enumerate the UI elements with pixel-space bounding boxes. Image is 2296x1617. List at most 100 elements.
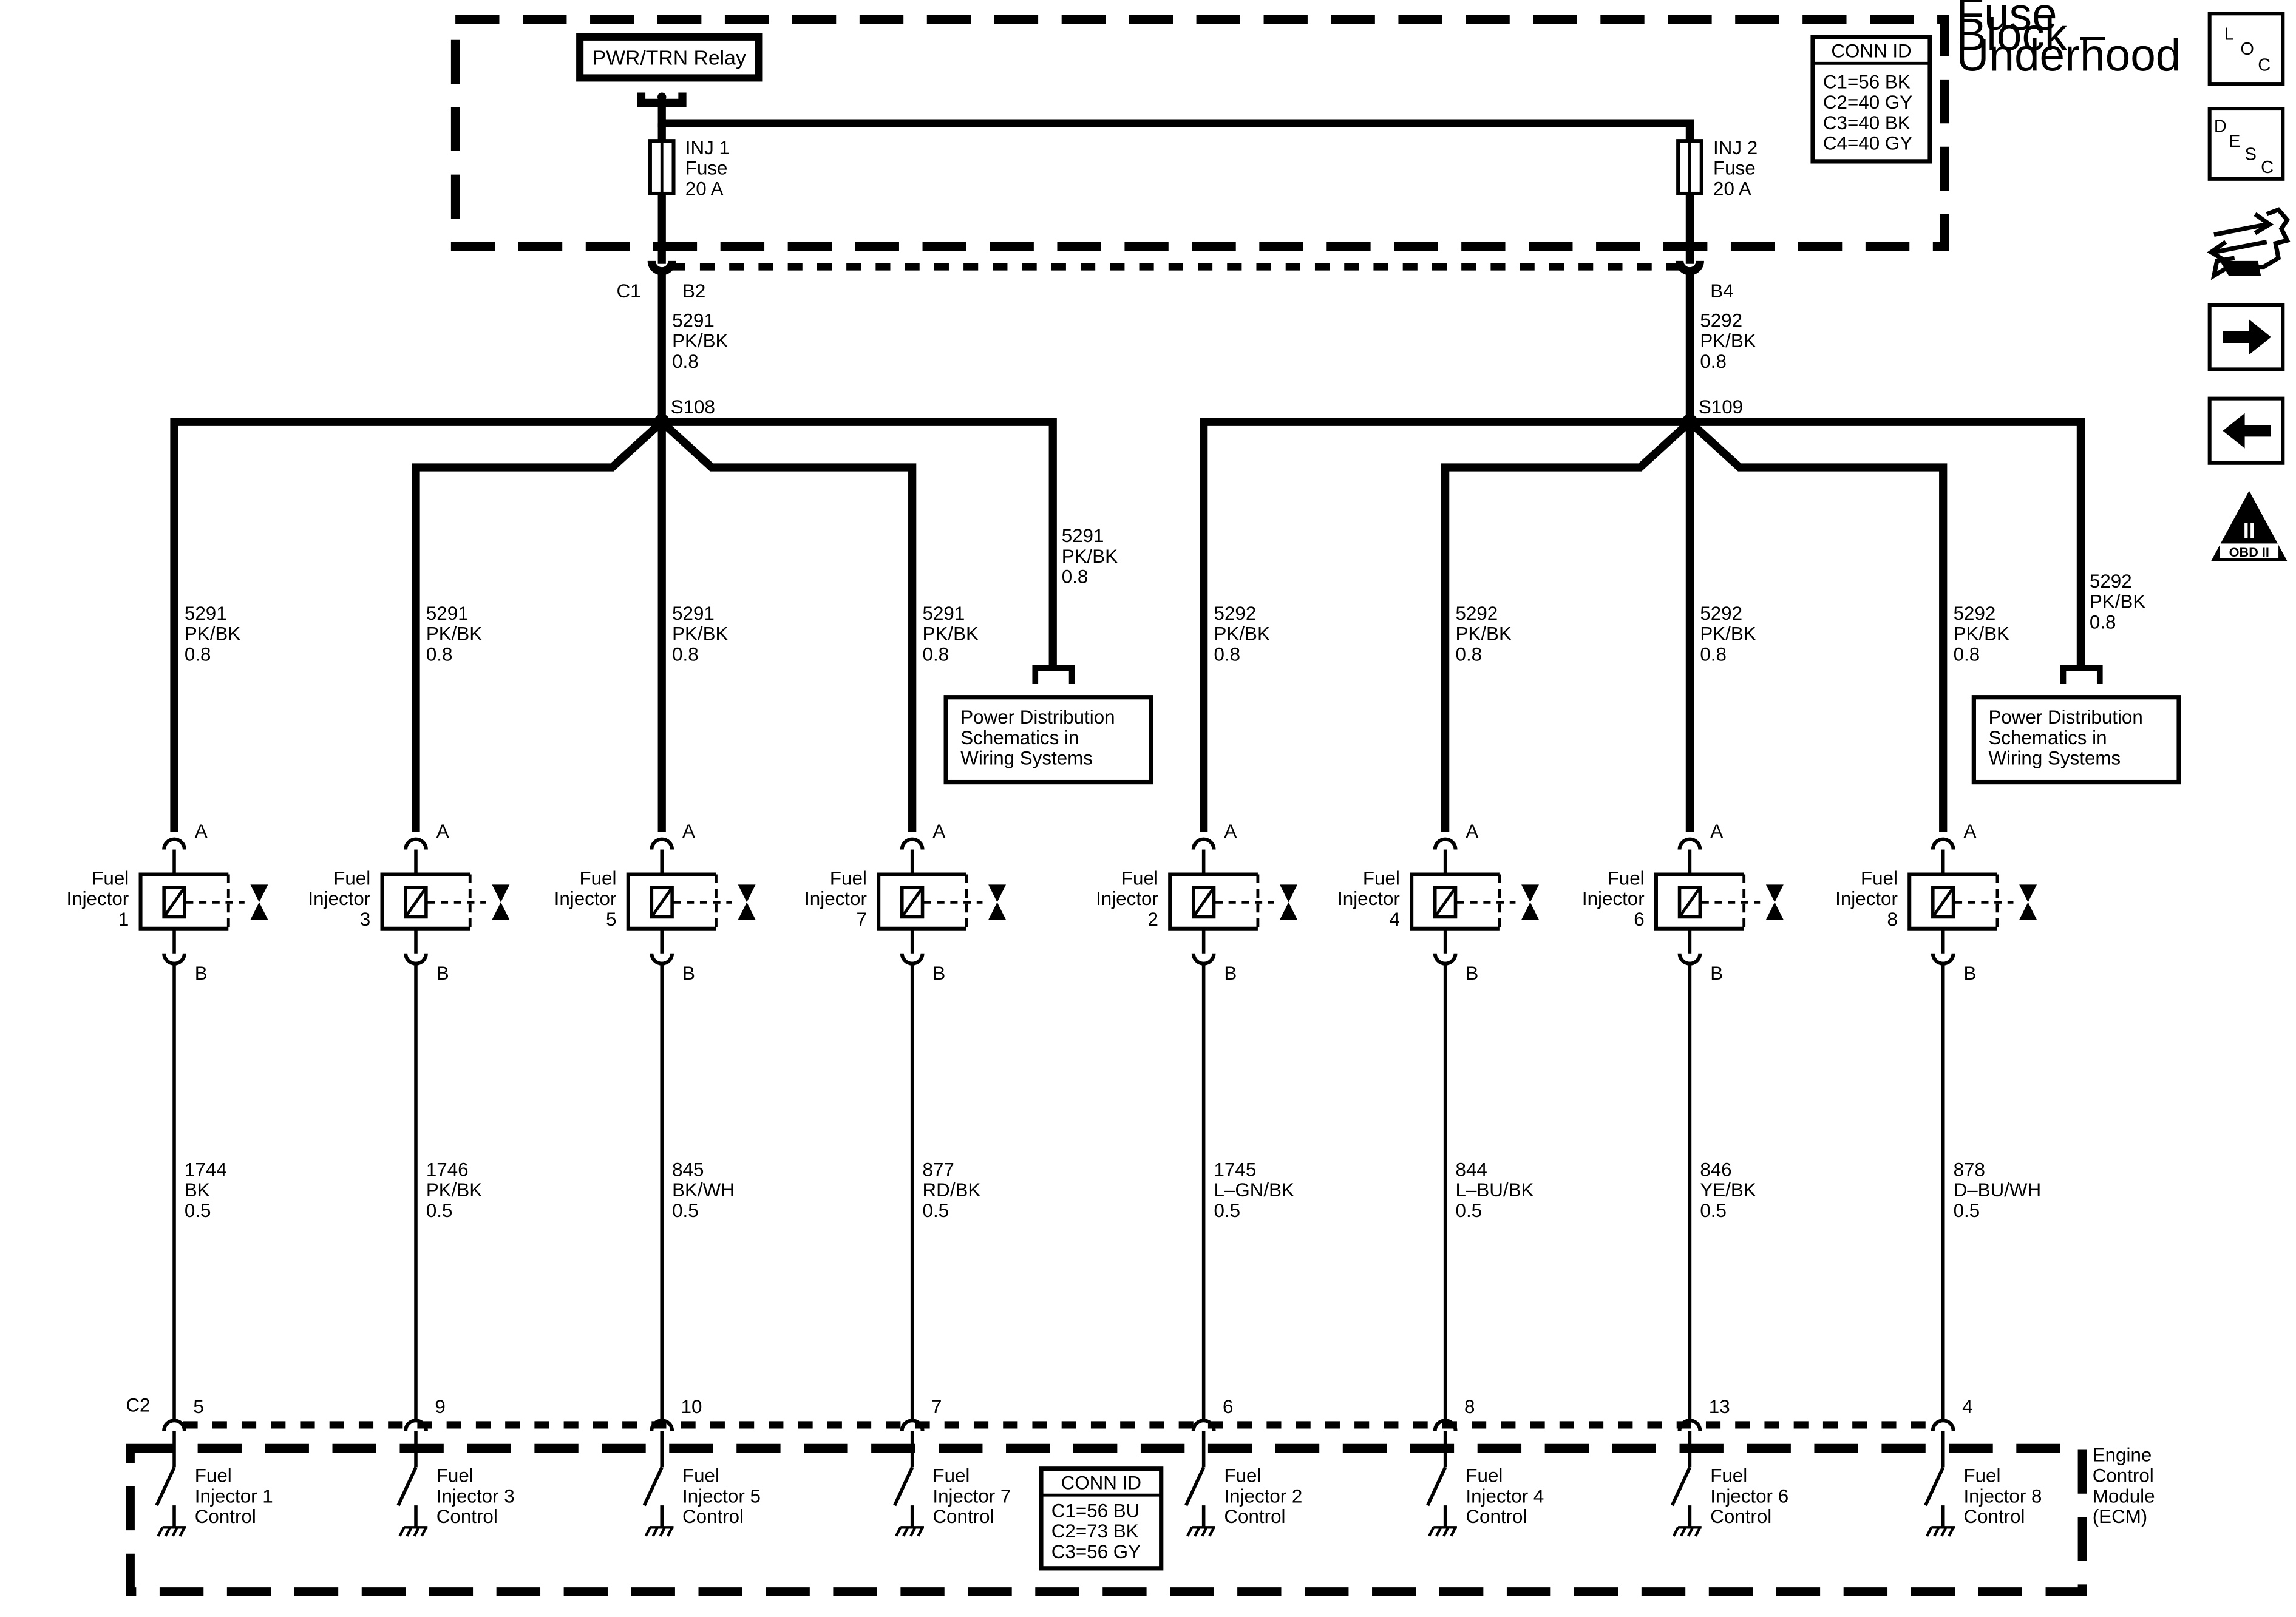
next-page-button[interactable] bbox=[2207, 303, 2285, 371]
injector-2-supply-wire-label-line: PK/BK bbox=[1214, 623, 1270, 645]
loc-button[interactable]: L O C bbox=[2207, 12, 2285, 86]
injector-8-supply-wire-label-line: PK/BK bbox=[1954, 623, 2009, 645]
injector-6-supply-wire-label-line: 5292 bbox=[1700, 603, 1742, 624]
injector-7-supply-wire-label-line: 0.8 bbox=[923, 643, 949, 665]
injector-8-ecm-pin: 4 bbox=[1962, 1396, 1972, 1417]
injector-8-ground-icon bbox=[1926, 1526, 1955, 1537]
injector-2-control-label-line: Injector 2 bbox=[1224, 1485, 1302, 1507]
injector-1-control-label-line: Control bbox=[195, 1506, 256, 1527]
injector-7-control-label-line: Injector 7 bbox=[932, 1485, 1011, 1507]
injector-1-control-label-line: Fuel bbox=[195, 1465, 232, 1486]
injector-5-supply-wire-label-line: 5291 bbox=[672, 603, 715, 624]
desc-icon[interactable] bbox=[2207, 107, 2285, 181]
fuse-block-underhood: Fuse Block – Underhood PWR/TRN Relay INJ… bbox=[450, 0, 2181, 264]
splice-s109-bus bbox=[1200, 418, 2085, 832]
previous-page-button[interactable] bbox=[2207, 396, 2285, 465]
injector-5-control-label-line: Fuel bbox=[682, 1465, 719, 1486]
splice-s108-dot bbox=[653, 413, 670, 430]
loc-icon[interactable] bbox=[2207, 12, 2285, 86]
splice-s108-label: S108 bbox=[671, 396, 715, 418]
injector-2-body bbox=[1168, 872, 1258, 931]
injector-7-pin-b: B bbox=[932, 963, 945, 984]
arrow-left-icon[interactable] bbox=[2223, 413, 2271, 449]
connector-c1-label: C1 bbox=[616, 280, 640, 302]
injector-3-pin-b: B bbox=[436, 963, 449, 984]
injector-4-coil-diagonal bbox=[1433, 886, 1457, 918]
injector-4-name-line: 4 bbox=[1389, 909, 1399, 930]
injector-2-control-wire-label-line: 0.5 bbox=[1214, 1200, 1241, 1221]
injector-4-driver-switch bbox=[1426, 1466, 1447, 1507]
injector-3-connector-a bbox=[404, 837, 428, 850]
injector-1-supply-wire-label-line: PK/BK bbox=[185, 623, 240, 645]
injector-7-ground-icon bbox=[895, 1526, 924, 1537]
power-distribution-2-text: Power Distribution Schematics in Wiring … bbox=[1988, 707, 2148, 769]
injector-7-control-wire-label-line: 877 bbox=[923, 1159, 954, 1180]
desc-button[interactable]: D E S C bbox=[2207, 107, 2285, 181]
obd-ii-icon[interactable] bbox=[2211, 490, 2288, 561]
feed-wire-5292: 5292 PK/BK 0.8 S109 bbox=[1685, 273, 1756, 422]
injector-7-body bbox=[877, 872, 966, 931]
injector-6-pin-a: A bbox=[1710, 821, 1723, 842]
injector-1-pin-b: B bbox=[195, 963, 208, 984]
injector-8-control-label-line: Fuel bbox=[1963, 1465, 2000, 1486]
arrow-right-icon[interactable] bbox=[2223, 319, 2271, 355]
injector-2-name-line: Fuel bbox=[1121, 867, 1158, 889]
obd-ii-button[interactable]: II OBD II bbox=[2211, 490, 2288, 561]
injector-1-name-line: Injector bbox=[66, 888, 129, 909]
injector-6-pin-b: B bbox=[1710, 963, 1723, 984]
injector-8-driver-switch bbox=[1924, 1466, 1945, 1507]
injector-7-name-line: 7 bbox=[856, 909, 866, 930]
injector-2-name-line: 2 bbox=[1147, 909, 1158, 930]
injector-5-control-label-line: Injector 5 bbox=[682, 1485, 761, 1507]
splice-s109-label: S109 bbox=[1699, 396, 1743, 418]
pin-b4-label: B4 bbox=[1710, 280, 1733, 302]
injector-7-driver-switch bbox=[893, 1466, 914, 1507]
injector-6-control-label-line: Injector 6 bbox=[1710, 1485, 1788, 1507]
injector-3-coil-diagonal bbox=[404, 886, 427, 918]
injector-3-body bbox=[380, 872, 470, 931]
injector-2-ground-icon bbox=[1186, 1526, 1215, 1537]
injector-4-control-label-line: Injector 4 bbox=[1466, 1485, 1544, 1507]
power-distribution-1-bracket bbox=[1032, 665, 1075, 684]
injector-4-control-label-line: Control bbox=[1466, 1506, 1527, 1527]
ecm-conn-id-items: C1=56 BU C2=73 BK C3=56 GY bbox=[1051, 1500, 1145, 1562]
splice-s109-dot bbox=[1682, 413, 1698, 430]
injector-1-coil-diagonal bbox=[163, 886, 186, 918]
fuse-inj-2: INJ 2 Fuse 20 A bbox=[1676, 137, 1758, 264]
injector-2-control-label-line: Control bbox=[1224, 1506, 1285, 1527]
injector-1-supply-wire-label-line: 5291 bbox=[185, 603, 227, 624]
injector-2-coil-diagonal bbox=[1192, 886, 1215, 918]
feed-wire-5291: 5291 PK/BK 0.8 S108 bbox=[657, 273, 729, 422]
connector-repair-button[interactable] bbox=[2207, 207, 2291, 280]
injector-8-pin-b: B bbox=[1963, 963, 1976, 984]
injector-4-pin-b: B bbox=[1466, 963, 1478, 984]
injector-5-control-label-line: Control bbox=[682, 1506, 744, 1527]
injector-2-supply-wire-label-line: 5292 bbox=[1214, 603, 1257, 624]
injector-1-supply-wire-label-line: 0.8 bbox=[185, 643, 211, 665]
injector-5-pin-a: A bbox=[682, 821, 695, 842]
splice-s108-bus bbox=[170, 418, 1057, 832]
conn-id-items: C1=56 BK C2=40 GY C3=40 BK C4=40 GY bbox=[1823, 71, 1918, 154]
desc-letter-c: C bbox=[2261, 158, 2274, 177]
injector-7-control-label-line: Control bbox=[932, 1506, 994, 1527]
ecm-outline bbox=[126, 1443, 2087, 1596]
injector-5-body bbox=[626, 872, 716, 931]
injector-2-driver-switch bbox=[1184, 1466, 1206, 1507]
connector-repair-icon[interactable] bbox=[2207, 207, 2291, 280]
injector-3-valve-icon bbox=[492, 884, 510, 920]
injector-6-name-line: 6 bbox=[1634, 909, 1644, 930]
injector-3-supply-wire-label-line: PK/BK bbox=[426, 623, 482, 645]
